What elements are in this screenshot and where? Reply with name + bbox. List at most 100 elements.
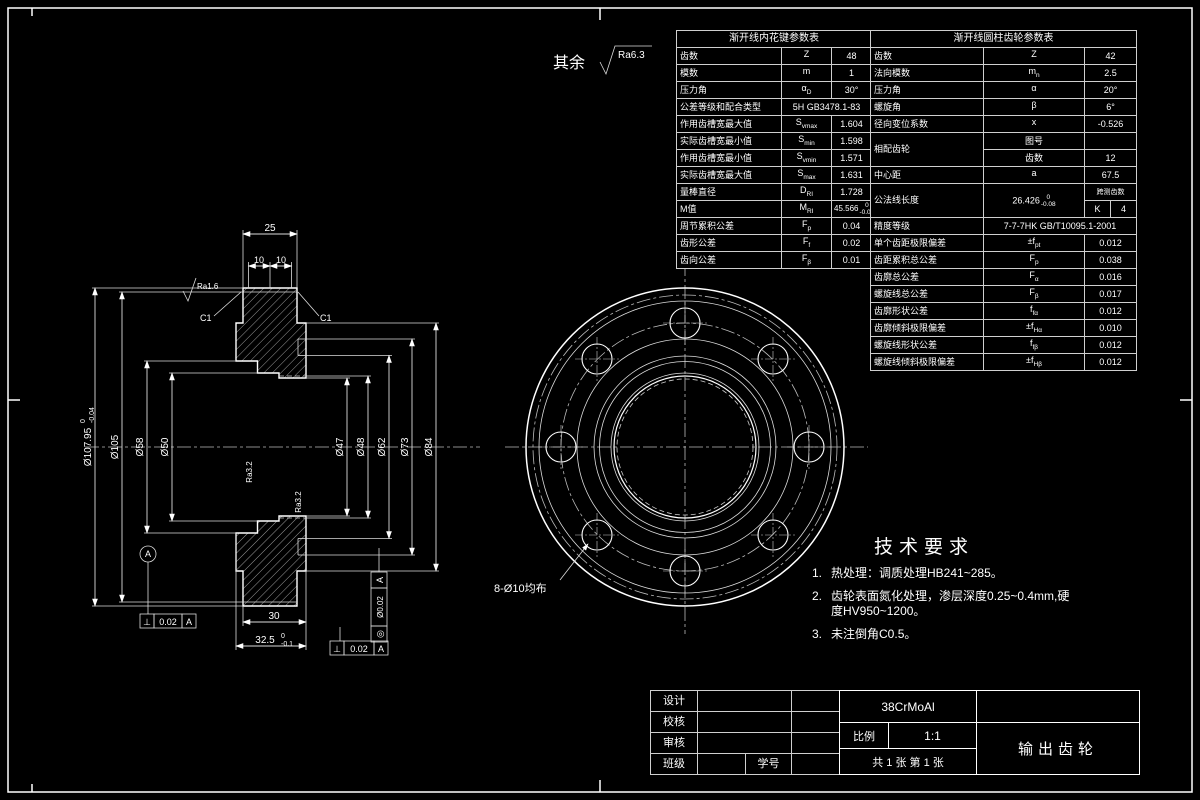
param-symbol: a	[983, 166, 1085, 184]
param-value: 0.012	[1084, 353, 1137, 371]
param-value: 20°	[1084, 81, 1137, 99]
dim-label-od: Ø107.95 0 -0.04	[80, 407, 96, 466]
audit-name-cell	[697, 732, 792, 754]
param-value: 1.631	[830, 166, 873, 184]
fcf-perpendicularity-1: ⊥ 0.02 A	[139, 613, 197, 629]
datum-a-flag: A	[139, 545, 157, 614]
param-name: 螺旋角	[870, 98, 984, 116]
svg-text:A: A	[186, 617, 192, 627]
param-sublabel: 齿数	[983, 149, 1085, 167]
sheet-count: 共 1 张 第 1 张	[839, 748, 977, 775]
dim-label-25: 25	[264, 223, 276, 234]
param-name: 螺旋线倾斜极限偏差	[870, 353, 984, 371]
dim-label-58: Ø58	[135, 437, 146, 456]
param-symbol: Fp	[781, 217, 832, 235]
param-value: 7-7-7HK GB/T10095.1-2001	[983, 217, 1137, 235]
param-name: 作用齿槽宽最小值	[676, 149, 782, 167]
gear-table-title: 渐开线圆柱齿轮参数表	[870, 30, 1137, 48]
material-cell: 38CrMoAl	[839, 690, 977, 723]
table-row: 校核	[650, 711, 841, 733]
tech-req-title: 技术要求	[874, 537, 975, 558]
param-value: 1.728	[830, 183, 873, 201]
param-value: 2.5	[1084, 64, 1137, 82]
svg-text:-0.04: -0.04	[89, 407, 96, 423]
svg-text:A: A	[375, 577, 385, 583]
dim-label-30: 30	[268, 611, 280, 622]
class-value-cell	[697, 753, 746, 775]
svg-text:◎: ◎	[375, 630, 385, 638]
dim-label-325-tb: -0.1	[281, 641, 293, 648]
param-symbol: Fp	[983, 251, 1085, 269]
bolt-hole-centerlines	[539, 301, 831, 593]
param-value: 0.016	[1084, 268, 1137, 286]
param-symbol: DRI	[781, 183, 832, 201]
span-teeth-label: 跨测齿数	[1084, 183, 1137, 201]
param-name: 模数	[676, 64, 782, 82]
param-symbol: Smin	[781, 132, 832, 150]
param-value: 1.604	[830, 115, 873, 133]
tech-req-item: 1.热处理：调质处理HB241~285。	[812, 566, 1003, 580]
table-row: 设计	[650, 690, 841, 712]
roughness-symbol-icon	[599, 45, 652, 76]
param-value: 0.012	[1084, 234, 1137, 252]
table-row: 相配齿轮图号	[870, 132, 1137, 167]
dim-label-325-tt: 0	[281, 633, 285, 640]
param-symbol: ±fpt	[983, 234, 1085, 252]
param-symbol: Smax	[781, 166, 832, 184]
param-name: 周节累积公差	[676, 217, 782, 235]
svg-text:Ø0.02: Ø0.02	[376, 596, 385, 618]
design-name-cell	[697, 690, 792, 712]
param-value: 5H GB3478.1-83	[780, 98, 873, 116]
param-symbol: ±fHα	[983, 319, 1085, 337]
spline-table-title: 渐开线内花键参数表	[675, 30, 873, 48]
param-symbol: Fβ	[983, 285, 1085, 303]
param-symbol: Svmin	[781, 149, 832, 167]
param-symbol: ffα	[983, 302, 1085, 320]
param-name: 实际齿槽宽最大值	[676, 166, 782, 184]
table-row: 班级学号	[650, 753, 841, 775]
student-id-label: 学号	[745, 753, 792, 775]
student-id-cell	[791, 753, 841, 775]
design-label: 设计	[650, 690, 698, 712]
dim-label-73: Ø73	[400, 437, 411, 456]
param-value: 4	[1110, 200, 1137, 218]
param-name: 齿距累积总公差	[870, 251, 984, 269]
tech-req-item: 2.齿轮表面氮化处理，渗层深度0.25~0.4mm,硬度HV950~1200。	[812, 588, 1070, 619]
svg-text:0.02: 0.02	[159, 617, 177, 627]
title-block-signatures: 设计 校核 审核 班级学号	[650, 690, 841, 775]
param-value: 1.571	[830, 149, 873, 167]
audit-date-cell	[791, 732, 841, 754]
param-value: 0.04	[830, 217, 873, 235]
param-name: 法向模数	[870, 64, 984, 82]
param-name: 作用齿槽宽最大值	[676, 115, 782, 133]
dim-label-325: 32.5	[255, 635, 275, 646]
svg-text:⊥: ⊥	[333, 644, 341, 654]
param-name: 螺旋线形状公差	[870, 336, 984, 354]
scale-value: 1:1	[888, 722, 977, 749]
dim-label-62: Ø62	[377, 437, 388, 456]
param-value: 6°	[1084, 98, 1137, 116]
check-name-cell	[697, 711, 792, 733]
param-symbol: Z	[781, 47, 832, 65]
chamfer-label-left: C1	[200, 313, 212, 323]
param-name: 相配齿轮	[870, 132, 984, 167]
ra16-label: Ra1.6	[197, 282, 219, 291]
